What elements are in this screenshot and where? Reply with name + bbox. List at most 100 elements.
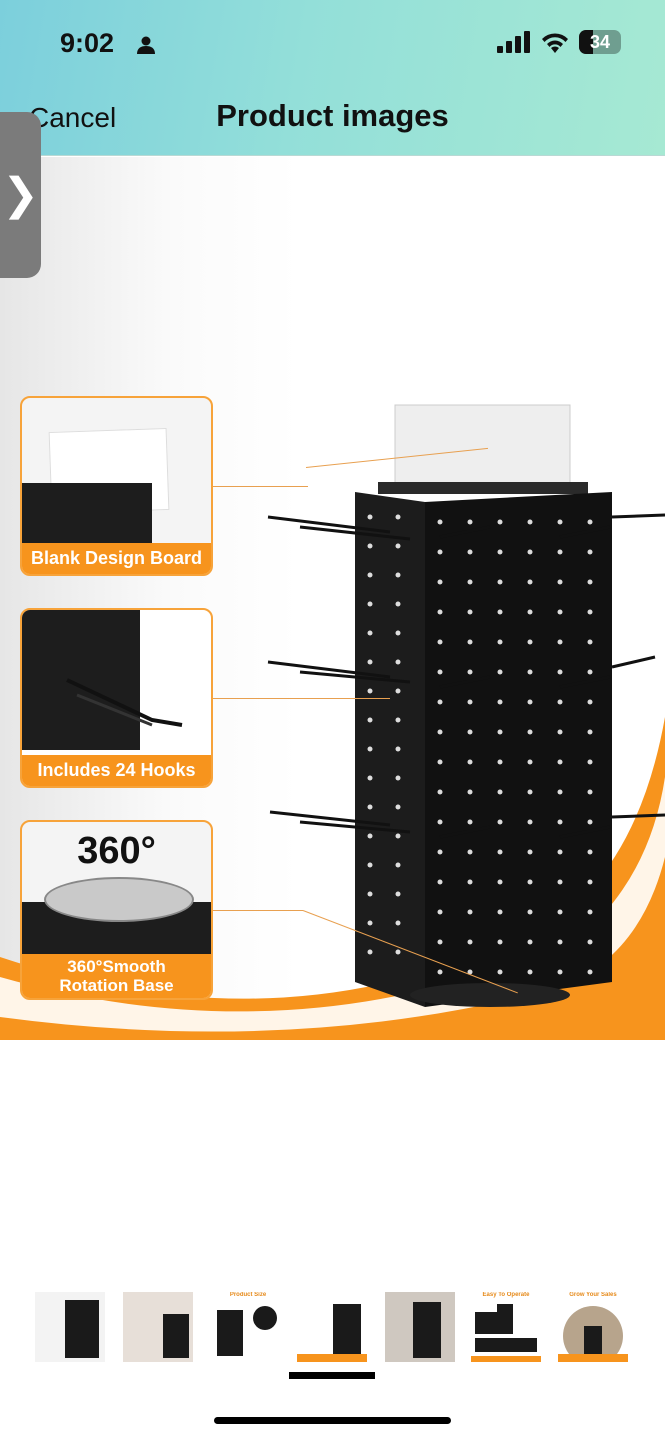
callout-rotation-base: 360° 360°Smooth Rotation Base <box>20 820 213 1000</box>
peg-hole <box>367 572 373 578</box>
peg-hole <box>497 639 503 645</box>
peg-hole <box>557 789 563 795</box>
peg-hole <box>367 920 373 926</box>
peg-hole <box>437 639 443 645</box>
thumbnail-6[interactable]: Easy To Operate <box>471 1292 541 1362</box>
peg-hole <box>395 688 401 694</box>
peg-hole <box>557 759 563 765</box>
peg-hole <box>587 699 593 705</box>
thumbnail-3[interactable]: Product Size <box>213 1292 283 1362</box>
peg-hole <box>395 543 401 549</box>
peg-hole <box>395 891 401 897</box>
peg-hole <box>557 729 563 735</box>
peg-hole <box>497 549 503 555</box>
thumbnail-strip: Product Size Easy To Operate Grow Your S… <box>0 1292 665 1364</box>
thumbnail-5[interactable] <box>385 1292 455 1362</box>
callout-blank-design-board: Blank Design Board <box>20 396 213 576</box>
tower-top-illustration <box>22 483 152 543</box>
battery-level: 34 <box>589 32 611 52</box>
peg-hole <box>437 789 443 795</box>
peg-hole <box>395 659 401 665</box>
peg-hole <box>557 699 563 705</box>
peg-hole <box>557 879 563 885</box>
peg-hole <box>497 609 503 615</box>
page-title: Product images <box>216 98 449 133</box>
peg-hole <box>437 909 443 915</box>
peg-hole <box>497 579 503 585</box>
peg-hole <box>467 909 473 915</box>
thumbnail-7[interactable]: Grow Your Sales <box>558 1292 628 1362</box>
thumbnail-2[interactable] <box>123 1292 193 1362</box>
peg-hole <box>437 849 443 855</box>
callout-label: 360°Smooth Rotation Base <box>22 954 211 998</box>
peg-hole <box>557 939 563 945</box>
peg-hole <box>497 519 503 525</box>
peg-hole <box>527 519 533 525</box>
side-panel-toggle[interactable]: ❯ <box>0 112 41 278</box>
peg-hole <box>367 862 373 868</box>
peg-hole <box>437 969 443 975</box>
peg-hole <box>557 579 563 585</box>
pegboard-illustration <box>22 610 140 750</box>
peg-hole <box>557 969 563 975</box>
peg-hole <box>587 909 593 915</box>
peg-hole <box>557 609 563 615</box>
thumbnail-1[interactable] <box>35 1292 105 1362</box>
peg-hole <box>467 669 473 675</box>
peg-hole <box>587 879 593 885</box>
peg-hole <box>467 759 473 765</box>
peg-hole <box>395 920 401 926</box>
peg-hole <box>467 609 473 615</box>
peg-hole <box>497 909 503 915</box>
home-indicator[interactable] <box>214 1417 451 1424</box>
status-icons: 34 <box>497 30 621 54</box>
peg-hole <box>557 639 563 645</box>
peg-hole <box>527 759 533 765</box>
peg-hole <box>587 969 593 975</box>
thumbnail-caption: Product Size <box>229 1292 267 1298</box>
cancel-button[interactable]: Cancel <box>29 102 117 133</box>
hook-illustration <box>66 678 183 727</box>
peg-hole <box>587 789 593 795</box>
thumbnail-4[interactable] <box>297 1292 367 1362</box>
peg-hole <box>395 949 401 955</box>
peg-hole <box>497 819 503 825</box>
peg-hole <box>467 699 473 705</box>
peg-hole <box>497 849 503 855</box>
peg-hole <box>437 699 443 705</box>
peg-hole <box>557 519 563 525</box>
peg-hole <box>497 879 503 885</box>
peg-hole <box>367 891 373 897</box>
peg-hole <box>527 939 533 945</box>
peg-hole <box>395 601 401 607</box>
peg-hole <box>467 849 473 855</box>
peg-hole <box>497 669 503 675</box>
header: 9:02 34 Cancel Product images <box>0 0 665 156</box>
peg-hole <box>367 630 373 636</box>
peg-hole <box>527 609 533 615</box>
peg-hole <box>527 549 533 555</box>
peg-hole <box>497 729 503 735</box>
peg-hole <box>437 579 443 585</box>
peg-hole <box>587 639 593 645</box>
peg-hole <box>395 833 401 839</box>
peg-hole <box>395 572 401 578</box>
signal-icon <box>497 31 530 53</box>
peg-hole <box>395 717 401 723</box>
peg-hole <box>437 879 443 885</box>
peg-hole <box>587 609 593 615</box>
peg-hole <box>437 729 443 735</box>
peg-hole <box>367 717 373 723</box>
leader-line <box>213 910 303 911</box>
peg-hole <box>367 833 373 839</box>
peg-hole <box>367 746 373 752</box>
product-image[interactable]: Blank Design Board Includes 24 Hooks 360… <box>0 157 665 1040</box>
leader-line <box>213 698 390 699</box>
peg-hole <box>367 601 373 607</box>
peg-hole <box>497 939 503 945</box>
battery-icon: 34 <box>579 30 621 54</box>
person-icon <box>137 36 155 54</box>
peg-hole <box>437 519 443 525</box>
turntable-illustration <box>44 877 194 922</box>
peg-hole <box>557 909 563 915</box>
